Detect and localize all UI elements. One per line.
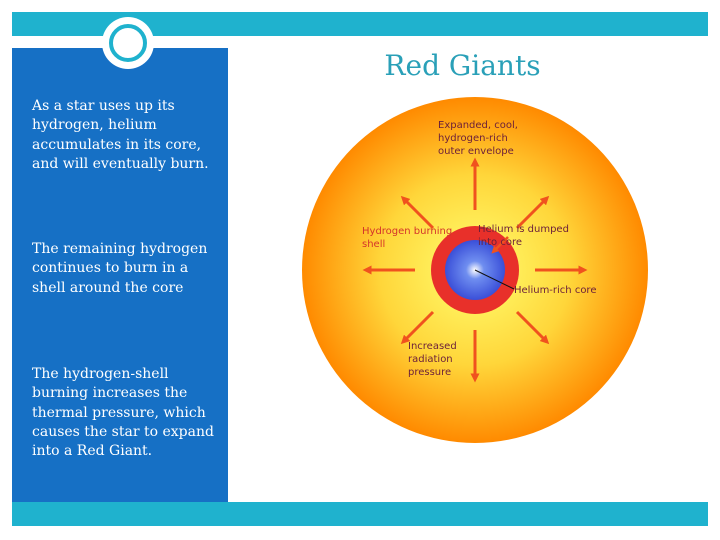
label-envelope: Expanded, cool, hydrogen-rich outer enve… xyxy=(438,120,521,157)
pressure-arrows xyxy=(362,157,588,383)
core-leader-line xyxy=(474,269,515,290)
red-giant-diagram: Expanded, cool, hydrogen-rich outer enve… xyxy=(302,97,648,443)
paragraph-red-giant-expansion: The hydrogen-shell burning increases the… xyxy=(32,366,214,460)
ring-inner xyxy=(109,24,147,62)
label-pressure: Increased radiation pressure xyxy=(408,341,460,378)
label-core-line-1: Helium-rich core xyxy=(514,285,596,296)
bottom-accent-bar xyxy=(12,502,708,526)
label-pressure-line-2: radiation xyxy=(408,354,453,365)
left-text-panel xyxy=(12,48,228,502)
label-shell-line-1: Hydrogen burning xyxy=(362,226,452,237)
label-shell: Hydrogen burning shell xyxy=(362,226,455,250)
label-pressure-line-3: pressure xyxy=(408,367,451,378)
label-helium-dumped-line-2: into core xyxy=(478,237,522,248)
arrow-down-right xyxy=(515,310,550,345)
arrow-up-left xyxy=(400,195,435,230)
arrow-up-right xyxy=(515,195,550,230)
slide-title: Red Giants xyxy=(384,49,541,82)
label-envelope-line-2: hydrogen-rich xyxy=(438,133,508,144)
decorative-ring-icon xyxy=(102,17,154,69)
helium-dump-arrow xyxy=(491,236,509,254)
label-helium-dumped-line-1: Helium is dumped xyxy=(478,224,569,235)
label-pressure-line-1: Increased xyxy=(408,341,457,352)
paragraph-helium-accumulation: As a star uses up its hydrogen, helium a… xyxy=(32,98,209,172)
label-helium-dumped: Helium is dumped into core xyxy=(478,224,572,248)
label-core: Helium-rich core xyxy=(514,285,596,296)
label-envelope-line-3: outer envelope xyxy=(438,146,514,157)
label-envelope-line-1: Expanded, cool, xyxy=(438,120,518,131)
label-shell-line-2: shell xyxy=(362,239,385,250)
arrow-down-left xyxy=(400,310,435,345)
paragraph-hydrogen-shell: The remaining hydrogen continues to burn… xyxy=(32,241,208,296)
inward-arrows xyxy=(491,236,509,254)
